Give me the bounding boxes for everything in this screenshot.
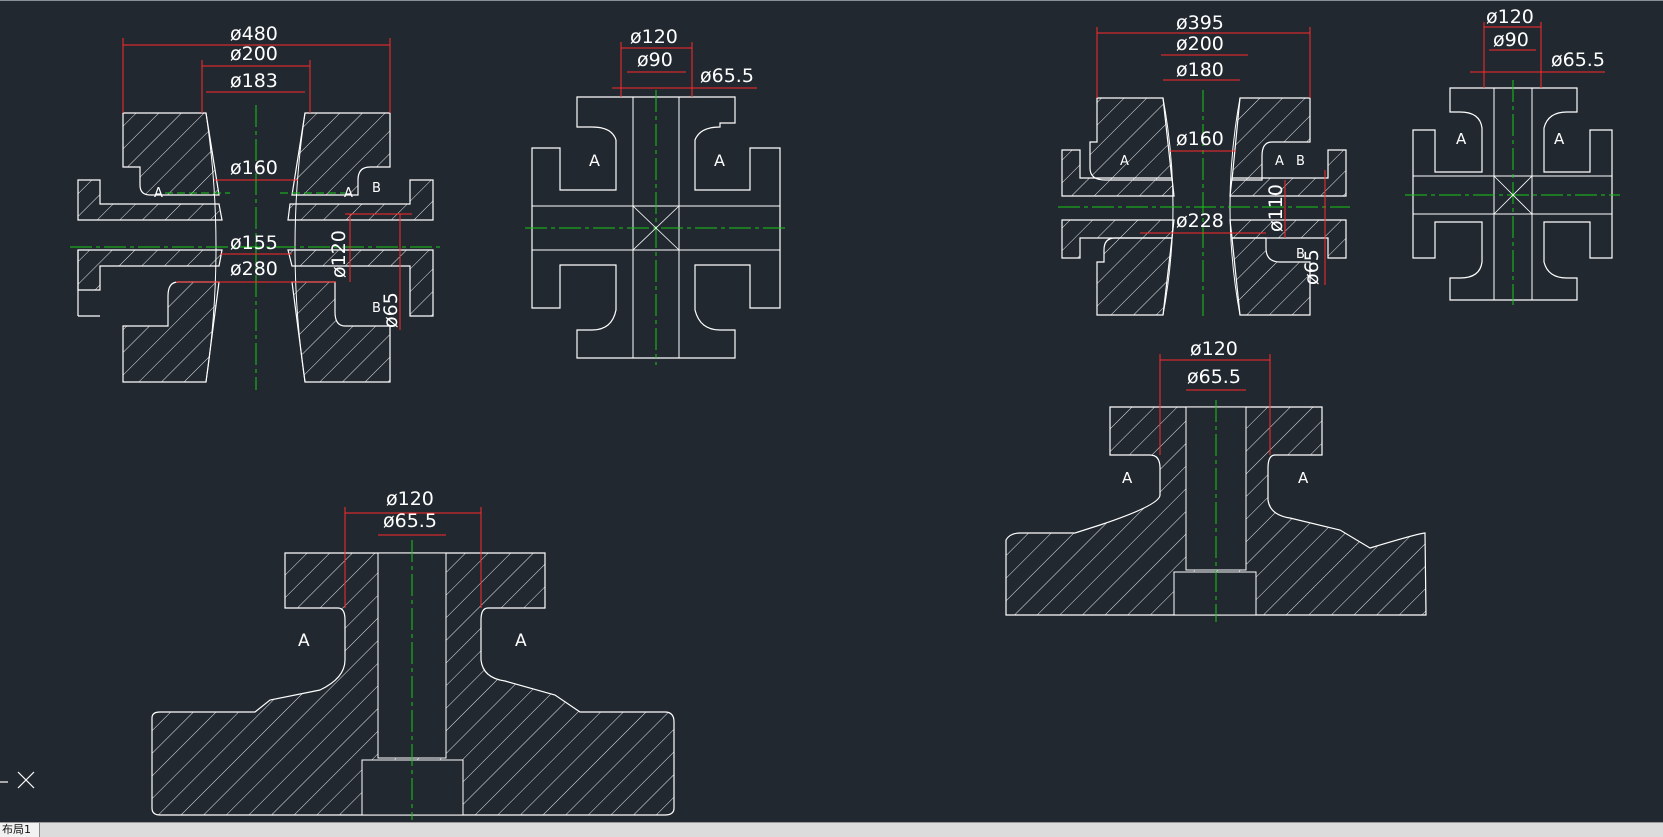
- view-top-left[interactable]: ø480 ø200 ø183 ø160 ø155 ø280 ø120 ø65 A…: [70, 23, 440, 390]
- tl-dim-200: ø200: [230, 43, 278, 65]
- mr-section-a-right: A: [1298, 469, 1309, 487]
- tr2-section-a-left: A: [1456, 130, 1467, 148]
- window-top-border: [0, 0, 1663, 1]
- tr2-cross-2: [1493, 175, 1533, 215]
- bl-dim-655: ø65.5: [383, 510, 437, 532]
- tr1-dim-110: ø110: [1265, 184, 1287, 232]
- tl-lower-arm-right: [287, 249, 434, 317]
- tl-dim-480: ø480: [230, 23, 278, 45]
- layout-tab[interactable]: 布局1: [0, 823, 40, 837]
- tl-dim-160: ø160: [230, 157, 278, 179]
- tm-outline: [531, 96, 781, 359]
- tr1-section-b-bottom: B: [1296, 247, 1305, 262]
- tr1-upper-left: [1089, 97, 1173, 181]
- ucs-axis-icon: [0, 771, 35, 789]
- tl-upper-arm-left: [77, 179, 223, 221]
- tl-lower-block: [122, 281, 220, 383]
- view-bottom-left[interactable]: ø120 ø65.5 A A: [151, 488, 675, 820]
- tr1-dim-65: ø65: [1301, 249, 1323, 285]
- tr1-arm-left-low: [1061, 219, 1175, 259]
- tm-dim-655: ø65.5: [700, 65, 754, 87]
- bl-section-a-left: A: [298, 631, 310, 651]
- bl-dim-120: ø120: [386, 488, 434, 510]
- tl-dim-183: ø183: [230, 70, 278, 92]
- mr-dim-120: ø120: [1190, 338, 1238, 360]
- tr1-upper-right: [1231, 97, 1311, 181]
- view-middle-right[interactable]: ø120 ø65.5 A A: [1005, 338, 1427, 622]
- tl-lower-block-right: [291, 281, 391, 383]
- tm-section-a-left: A: [589, 151, 600, 170]
- view-top-middle[interactable]: ø120 ø90 ø65.5 A A: [525, 26, 787, 365]
- tr1-dim-200: ø200: [1176, 33, 1224, 55]
- tl-upper-block-right: [291, 112, 391, 196]
- tl-section-a-right: A: [344, 186, 353, 201]
- mr-counterbore: [1173, 571, 1257, 616]
- tr2-section-a-right: A: [1554, 130, 1565, 148]
- layout-tab-bar: 布局1: [0, 822, 1663, 837]
- tl-section-b-top: B: [372, 181, 381, 196]
- tr1-section-a-left: A: [1120, 154, 1129, 169]
- view-top-right-2[interactable]: ø120 ø90 ø65.5 A A: [1405, 6, 1620, 305]
- tl-upper-block: [122, 112, 220, 196]
- bl-section-a-right: A: [515, 631, 527, 651]
- tr2-dim-120: ø120: [1486, 6, 1534, 28]
- tl-section-b-bottom: B: [372, 301, 381, 316]
- mr-dim-655: ø65.5: [1187, 366, 1241, 388]
- tr1-dim-160: ø160: [1176, 128, 1224, 150]
- tr2-dim-655: ø65.5: [1551, 49, 1605, 71]
- view-top-right-1[interactable]: ø395 ø200 ø180 ø160 ø228 ø110 ø65 A A B …: [1058, 12, 1350, 320]
- mr-section-a-left: A: [1122, 469, 1133, 487]
- bl-dimensions: [344, 507, 482, 608]
- tl-dim-120: ø120: [328, 230, 350, 278]
- tr1-section-b-top: B: [1296, 154, 1305, 169]
- tr2-outline: [1412, 87, 1613, 301]
- tr1-section-a-right: A: [1275, 154, 1284, 169]
- tm-dim-120: ø120: [630, 26, 678, 48]
- mr-dimensions: [1159, 354, 1271, 455]
- tl-upper-arm-right: [287, 179, 434, 221]
- tm-cross-2: [632, 205, 680, 251]
- tm-dim-90: ø90: [637, 49, 673, 71]
- tr1-dimensions: [1096, 27, 1326, 285]
- tr2-dim-90: ø90: [1493, 29, 1529, 51]
- tl-dim-65: ø65: [380, 292, 402, 328]
- tr1-dim-395: ø395: [1176, 12, 1224, 34]
- tl-dim-155: ø155: [230, 232, 278, 254]
- tr1-lower-right: [1231, 237, 1311, 316]
- tr1-dim-228: ø228: [1176, 210, 1224, 232]
- tm-dimensions: [612, 42, 757, 97]
- tl-section-a-left: A: [154, 186, 163, 201]
- tr1-lower-left: [1096, 237, 1173, 316]
- tl-dim-280: ø280: [230, 258, 278, 280]
- tm-section-a-right: A: [714, 151, 725, 170]
- tr2-dimensions: [1470, 22, 1605, 88]
- tr1-dim-180: ø180: [1176, 59, 1224, 81]
- tl-dimensions: [122, 38, 412, 330]
